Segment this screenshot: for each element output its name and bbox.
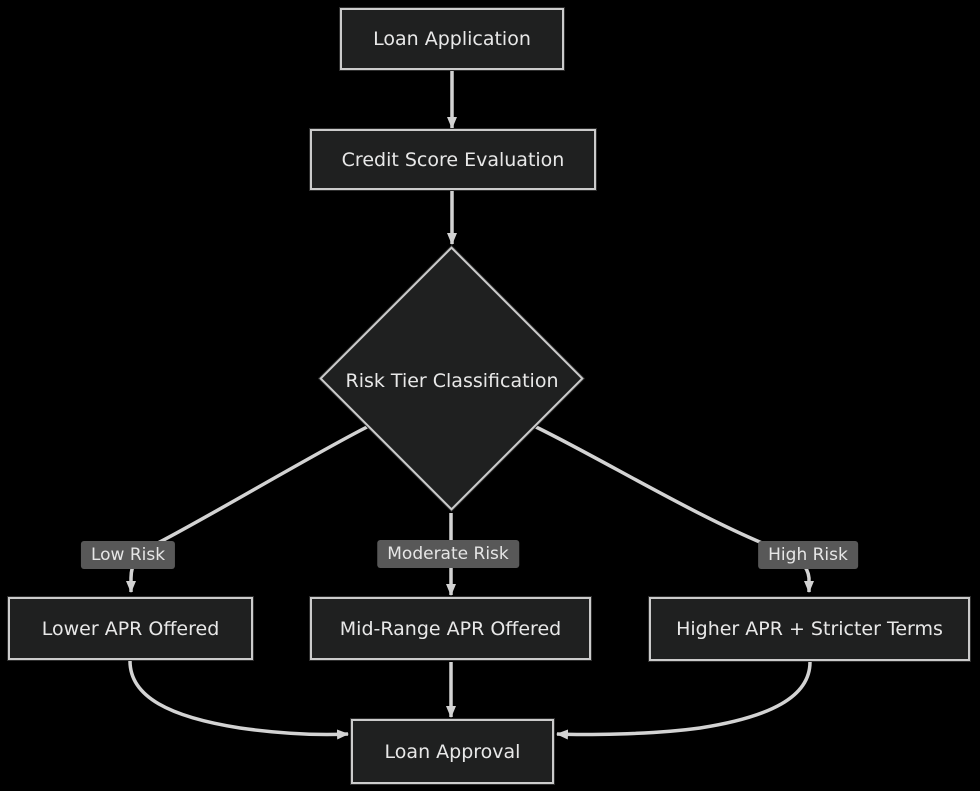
- edge-lower-apr-to-approval: [128, 660, 349, 740]
- node-loan-application-label: Loan Application: [373, 28, 531, 50]
- node-higher-apr-stricter-terms-label: Higher APR + Stricter Terms: [676, 618, 943, 640]
- node-lower-apr-offered-label: Lower APR Offered: [41, 617, 220, 640]
- node-loan-approval-label: Loan Approval: [384, 740, 521, 763]
- node-loan-application: Loan Application: [340, 8, 564, 70]
- node-higher-apr-stricter-terms: Higher APR + Stricter Terms: [649, 597, 970, 661]
- edge-label-moderate-risk: Moderate Risk: [377, 540, 519, 568]
- node-lower-apr-offered: Lower APR Offered: [8, 597, 253, 660]
- edge-label-high-risk: High Risk: [758, 541, 858, 569]
- node-credit-score-evaluation-label: Credit Score Evaluation: [341, 148, 565, 171]
- node-risk-tier-classification-label: Risk Tier Classification: [345, 370, 559, 392]
- node-credit-score-evaluation: Credit Score Evaluation: [310, 129, 596, 190]
- edge-higher-apr-to-approval: [556, 661, 812, 740]
- node-mid-range-apr-offered-label: Mid-Range APR Offered: [339, 617, 562, 640]
- edge-label-low-risk: Low Risk: [80, 541, 176, 569]
- node-mid-range-apr-offered: Mid-Range APR Offered: [310, 597, 591, 660]
- node-loan-approval: Loan Approval: [351, 719, 554, 784]
